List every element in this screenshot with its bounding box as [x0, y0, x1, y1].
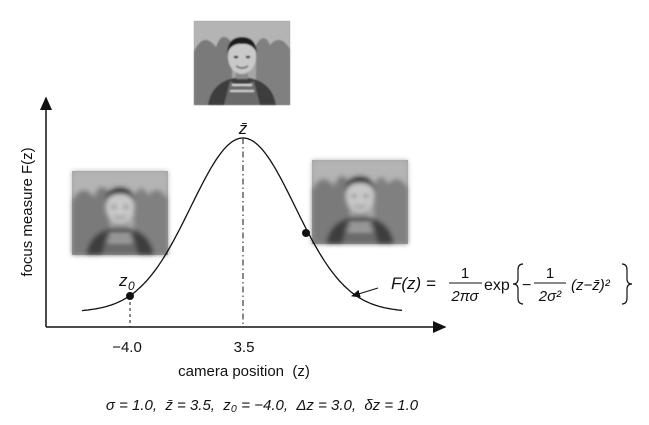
svg-text:(z−z̄)²: (z−z̄)²	[571, 277, 611, 294]
svg-text:F(z) =: F(z) =	[391, 274, 436, 293]
svg-text:z: z	[118, 271, 128, 290]
tick-label-peak: 3.5	[234, 339, 255, 356]
x-axis-label: camera position (z)	[178, 363, 310, 380]
svg-text:2σ²: 2σ²	[538, 288, 562, 305]
z0-point	[126, 292, 134, 300]
svg-text:exp: exp	[484, 277, 510, 294]
svg-text:1: 1	[461, 265, 469, 282]
focus-curve	[81, 137, 403, 312]
peak-label: z̄	[238, 119, 248, 138]
tick-label-z0: −4.0	[112, 339, 142, 356]
y-axis-label: focus measure F(z)	[19, 147, 36, 276]
svg-text:2πσ: 2πσ	[450, 288, 479, 305]
top-sharp-portrait	[193, 20, 291, 106]
gaussian-formula: F(z) = 1 2πσ exp − 1 2σ² (z−z̄)²	[391, 263, 633, 305]
svg-text:1: 1	[546, 265, 554, 282]
z0-label: z 0	[118, 271, 135, 293]
right-blurred-portrait	[311, 159, 409, 245]
right-point	[302, 229, 310, 237]
parameters-caption: σ = 1.0, z̄ = 3.5, z₀ = −4.0, Δz = 3.0, …	[106, 397, 419, 414]
svg-text:0: 0	[128, 279, 135, 293]
left-blurred-portrait	[71, 170, 169, 256]
formula-pointer-arrow	[351, 287, 379, 298]
svg-text:−: −	[522, 277, 531, 294]
